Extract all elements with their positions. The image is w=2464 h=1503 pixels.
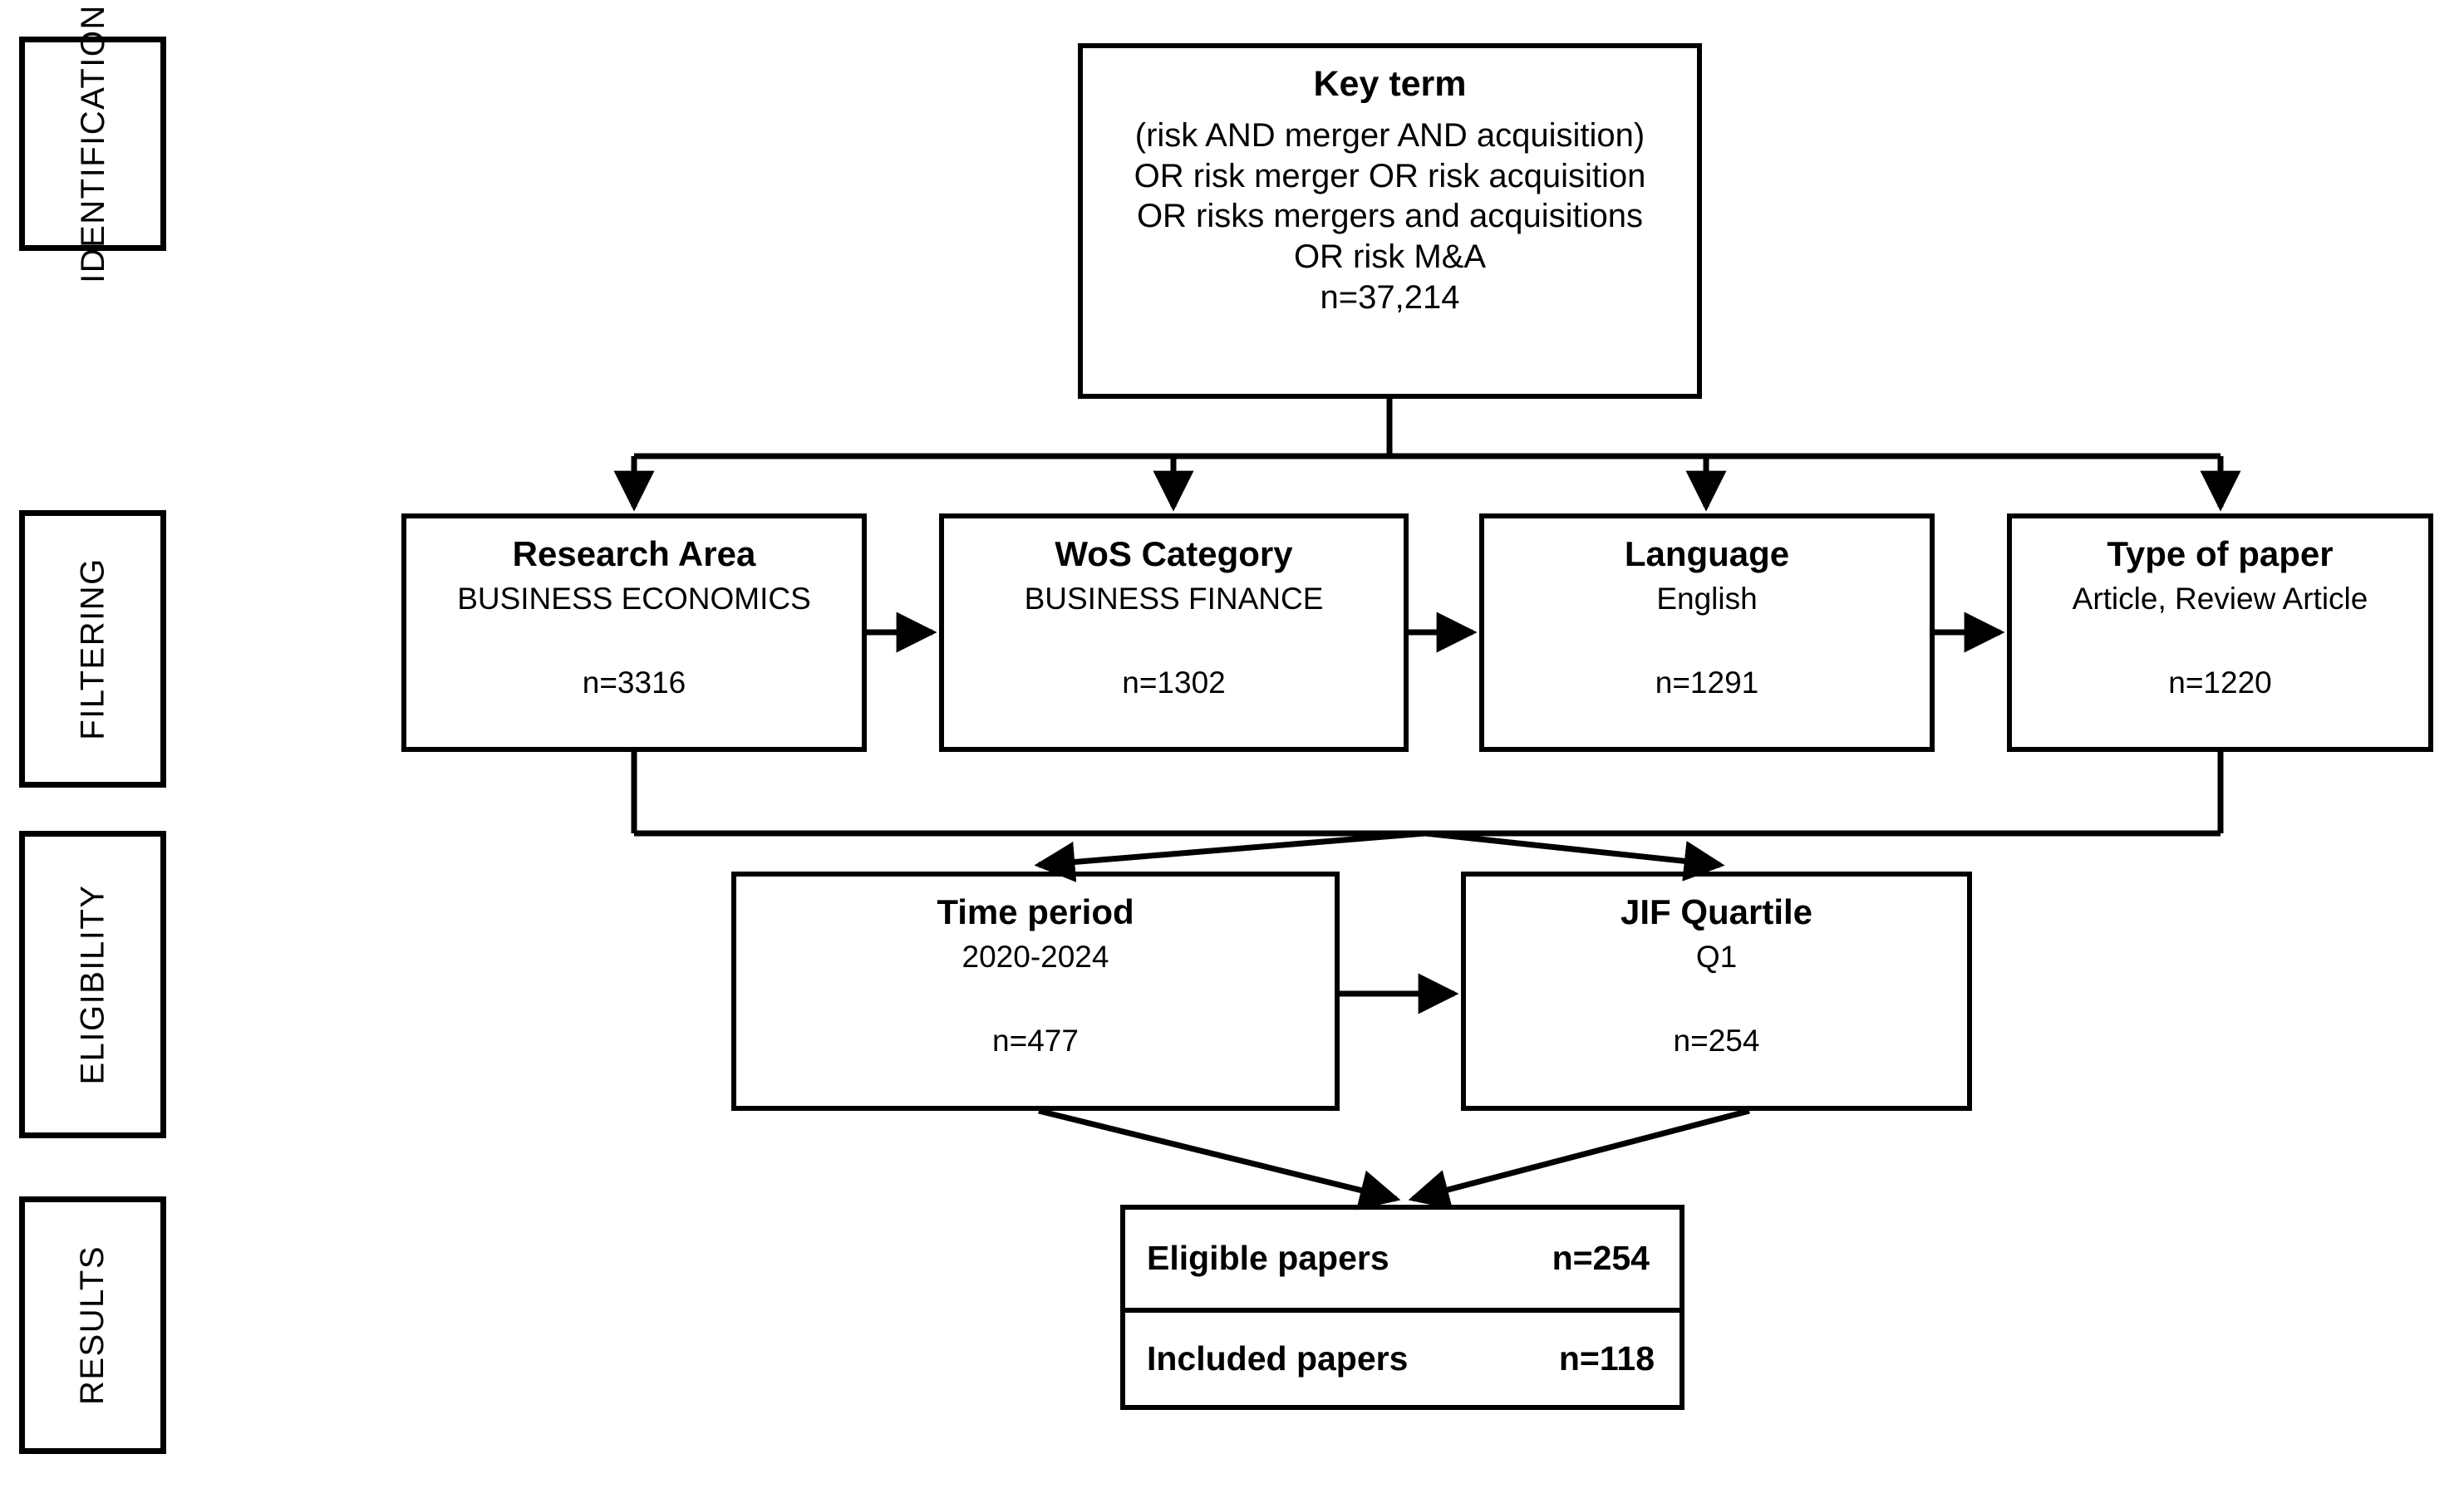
- node-wos-category: WoS Category BUSINESS FINANCE n=1302: [939, 513, 1409, 752]
- node-key-term: Key term (risk AND merger AND acquisitio…: [1078, 43, 1702, 399]
- stage-label-eligibility-text: ELIGIBILITY: [74, 884, 111, 1085]
- stage-label-identification: IDENTIFICATION: [19, 4, 166, 283]
- key-term-title: Key term: [1313, 64, 1467, 104]
- stage-label-eligibility: ELIGIBILITY: [19, 831, 166, 1138]
- eligible-papers-label: Eligible papers: [1147, 1239, 1389, 1278]
- result-row-included-papers: Included papers n=118: [1125, 1307, 1680, 1406]
- included-papers-count: n=118: [1558, 1338, 1655, 1378]
- stage-label-results-text: RESULTS: [74, 1245, 111, 1406]
- arrow-bus-to-jif-quartile: [1424, 830, 1725, 882]
- jif-quartile-title: JIF Quartile: [1620, 892, 1813, 931]
- wos-category-title: WoS Category: [1055, 534, 1293, 573]
- type-of-paper-title: Type of paper: [2107, 534, 2334, 573]
- node-research-area: Research Area BUSINESS ECONOMICS n=3316: [401, 513, 867, 752]
- jif-quartile-value: Q1: [1695, 939, 1738, 974]
- stage-label-filtering: FILTERING: [19, 510, 166, 788]
- arrow-time-period-to-results: [1038, 1108, 1401, 1211]
- time-period-count: n=477: [992, 1024, 1079, 1058]
- research-area-count: n=3316: [582, 666, 686, 700]
- node-jif-quartile: JIF Quartile Q1 n=254: [1461, 872, 1972, 1111]
- language-count: n=1291: [1655, 666, 1759, 700]
- language-title: Language: [1624, 534, 1790, 573]
- arrow-bus-to-time-period: [1034, 830, 1426, 882]
- node-language: Language English n=1291: [1479, 513, 1935, 752]
- included-papers-label: Included papers: [1147, 1338, 1409, 1378]
- result-row-eligible-papers: Eligible papers n=254: [1125, 1210, 1680, 1308]
- wos-category-count: n=1302: [1122, 666, 1226, 700]
- stage-label-filtering-text: FILTERING: [74, 557, 111, 740]
- wos-category-value: BUSINESS FINANCE: [1024, 581, 1324, 616]
- stage-label-identification-text: IDENTIFICATION: [74, 4, 111, 283]
- key-term-query-line-2: OR risk merger OR risk acquisition: [1134, 157, 1646, 194]
- type-of-paper-count: n=1220: [2168, 666, 2272, 700]
- time-period-title: Time period: [937, 892, 1134, 931]
- key-term-count: n=37,214: [1320, 278, 1460, 316]
- research-area-value: BUSINESS ECONOMICS: [457, 581, 811, 616]
- research-area-title: Research Area: [512, 534, 756, 573]
- language-value: English: [1656, 581, 1758, 616]
- eligible-papers-count: n=254: [1552, 1239, 1650, 1278]
- key-term-query-line-3: OR risks mergers and acquisitions: [1136, 198, 1644, 235]
- node-time-period: Time period 2020-2024 n=477: [731, 872, 1340, 1111]
- node-type-of-paper: Type of paper Article, Review Article n=…: [2007, 513, 2433, 752]
- stage-label-results: RESULTS: [19, 1196, 166, 1454]
- type-of-paper-value: Article, Review Article: [2072, 581, 2368, 616]
- arrow-jif-quartile-to-results: [1408, 1108, 1750, 1210]
- time-period-value: 2020-2024: [962, 939, 1109, 974]
- key-term-query-line-1: (risk AND merger AND acquisition): [1134, 116, 1645, 154]
- node-results: Eligible papers n=254 Included papers n=…: [1120, 1205, 1684, 1410]
- key-term-query-line-4: OR risk M&A: [1293, 238, 1487, 276]
- jif-quartile-count: n=254: [1673, 1024, 1760, 1058]
